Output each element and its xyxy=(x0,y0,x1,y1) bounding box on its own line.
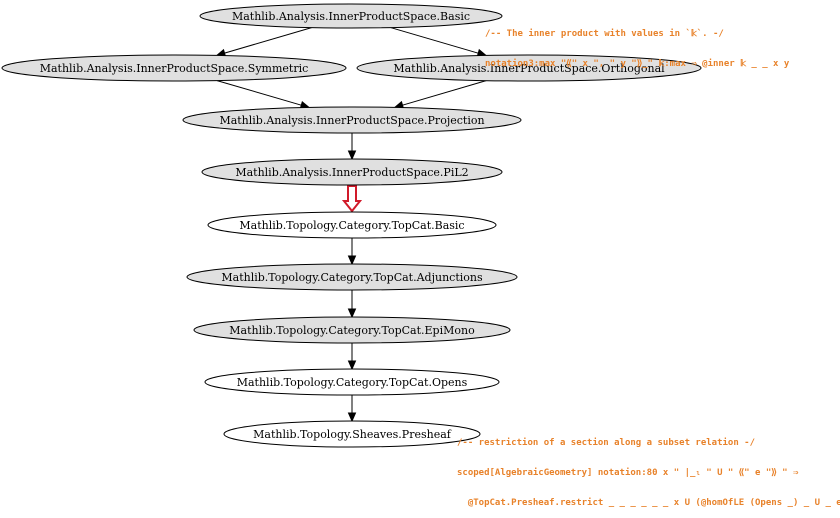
edge-line xyxy=(402,80,487,106)
node-ellipse xyxy=(186,263,518,291)
node-label: Mathlib.Analysis.InnerProductSpace.Symme… xyxy=(40,62,309,75)
edge-orthogonal-to-projection xyxy=(393,80,487,110)
annotation-line: notation3:max "⟪" x ", " y "⟫_" 𝕜:max ⇒ … xyxy=(485,59,790,69)
node-adjunctions[interactable]: Mathlib.Topology.Category.TopCat.Adjunct… xyxy=(186,263,518,291)
annotation-presheaf-restrict-notation: /-- restriction of a section along a sub… xyxy=(457,418,840,518)
edge-pil2-to-topcat_basic xyxy=(341,185,363,213)
node-label: Mathlib.Topology.Category.TopCat.EpiMono xyxy=(229,324,475,337)
node-label: Mathlib.Analysis.InnerProductSpace.Proje… xyxy=(219,114,484,127)
edge-line xyxy=(224,27,312,54)
node-basic[interactable]: Mathlib.Analysis.InnerProductSpace.Basic xyxy=(199,3,503,29)
node-ellipse xyxy=(193,316,511,344)
edge-line xyxy=(390,27,479,54)
node-pil2[interactable]: Mathlib.Analysis.InnerProductSpace.PiL2 xyxy=(201,158,503,186)
edge-topcat_basic-to-adjunctions xyxy=(347,238,357,266)
arrowhead xyxy=(347,255,357,266)
node-orthogonal[interactable]: Mathlib.Analysis.InnerProductSpace.Ortho… xyxy=(356,54,702,82)
annotation-line: /-- restriction of a section along a sub… xyxy=(457,438,756,448)
edge-adjunctions-to-epimono xyxy=(347,290,357,319)
arrowhead xyxy=(347,412,357,423)
annotation-line: scoped[AlgebraicGeometry] notation:80 x … xyxy=(457,468,799,478)
node-epimono[interactable]: Mathlib.Topology.Category.TopCat.EpiMono xyxy=(193,316,511,344)
arrowhead xyxy=(347,308,357,319)
node-ellipse xyxy=(207,211,497,239)
node-label: Mathlib.Topology.Category.TopCat.Opens xyxy=(237,376,468,389)
edge-basic-to-orthogonal xyxy=(390,27,488,58)
node-ellipse xyxy=(204,368,500,396)
node-ellipse xyxy=(182,106,522,134)
nodes-layer: Mathlib.Analysis.InnerProductSpace.Basic… xyxy=(1,3,702,448)
dependency-graph: Mathlib.Analysis.InnerProductSpace.Basic… xyxy=(1,3,702,448)
node-label: Mathlib.Analysis.InnerProductSpace.PiL2 xyxy=(235,166,468,179)
highlight-arrow xyxy=(341,185,363,213)
annotation-inner-product-notation: /-- The inner product with values in `𝕜`… xyxy=(485,9,789,79)
edge-opens-to-presheaf xyxy=(347,395,357,423)
node-opens[interactable]: Mathlib.Topology.Category.TopCat.Opens xyxy=(204,368,500,396)
node-topcat-basic[interactable]: Mathlib.Topology.Category.TopCat.Basic xyxy=(207,211,497,239)
node-presheaf[interactable]: Mathlib.Topology.Sheaves.Presheaf xyxy=(223,420,481,448)
node-ellipse xyxy=(223,420,481,448)
node-projection[interactable]: Mathlib.Analysis.InnerProductSpace.Proje… xyxy=(182,106,522,134)
node-ellipse xyxy=(1,54,347,82)
node-ellipse xyxy=(356,54,702,82)
arrowhead xyxy=(347,150,357,161)
annotation-line: /-- The inner product with values in `𝕜`… xyxy=(485,29,724,39)
node-symmetric[interactable]: Mathlib.Analysis.InnerProductSpace.Symme… xyxy=(1,54,347,82)
node-label: Mathlib.Topology.Sheaves.Presheaf xyxy=(253,428,452,441)
node-label: Mathlib.Topology.Category.TopCat.Adjunct… xyxy=(221,271,483,284)
node-label: Mathlib.Analysis.InnerProductSpace.Ortho… xyxy=(393,62,665,75)
node-ellipse xyxy=(199,3,503,29)
annotation-line: @TopCat.Presheaf.restrict _ _ _ _ _ _ x … xyxy=(457,498,840,508)
arrowhead xyxy=(347,360,357,371)
node-ellipse xyxy=(201,158,503,186)
edge-epimono-to-opens xyxy=(347,343,357,371)
node-label: Mathlib.Topology.Category.TopCat.Basic xyxy=(239,219,464,232)
node-label: Mathlib.Analysis.InnerProductSpace.Basic xyxy=(232,10,470,23)
edge-projection-to-pil2 xyxy=(347,133,357,161)
edge-line xyxy=(216,80,302,106)
edge-symmetric-to-projection xyxy=(216,80,311,110)
edge-basic-to-symmetric xyxy=(215,27,312,58)
